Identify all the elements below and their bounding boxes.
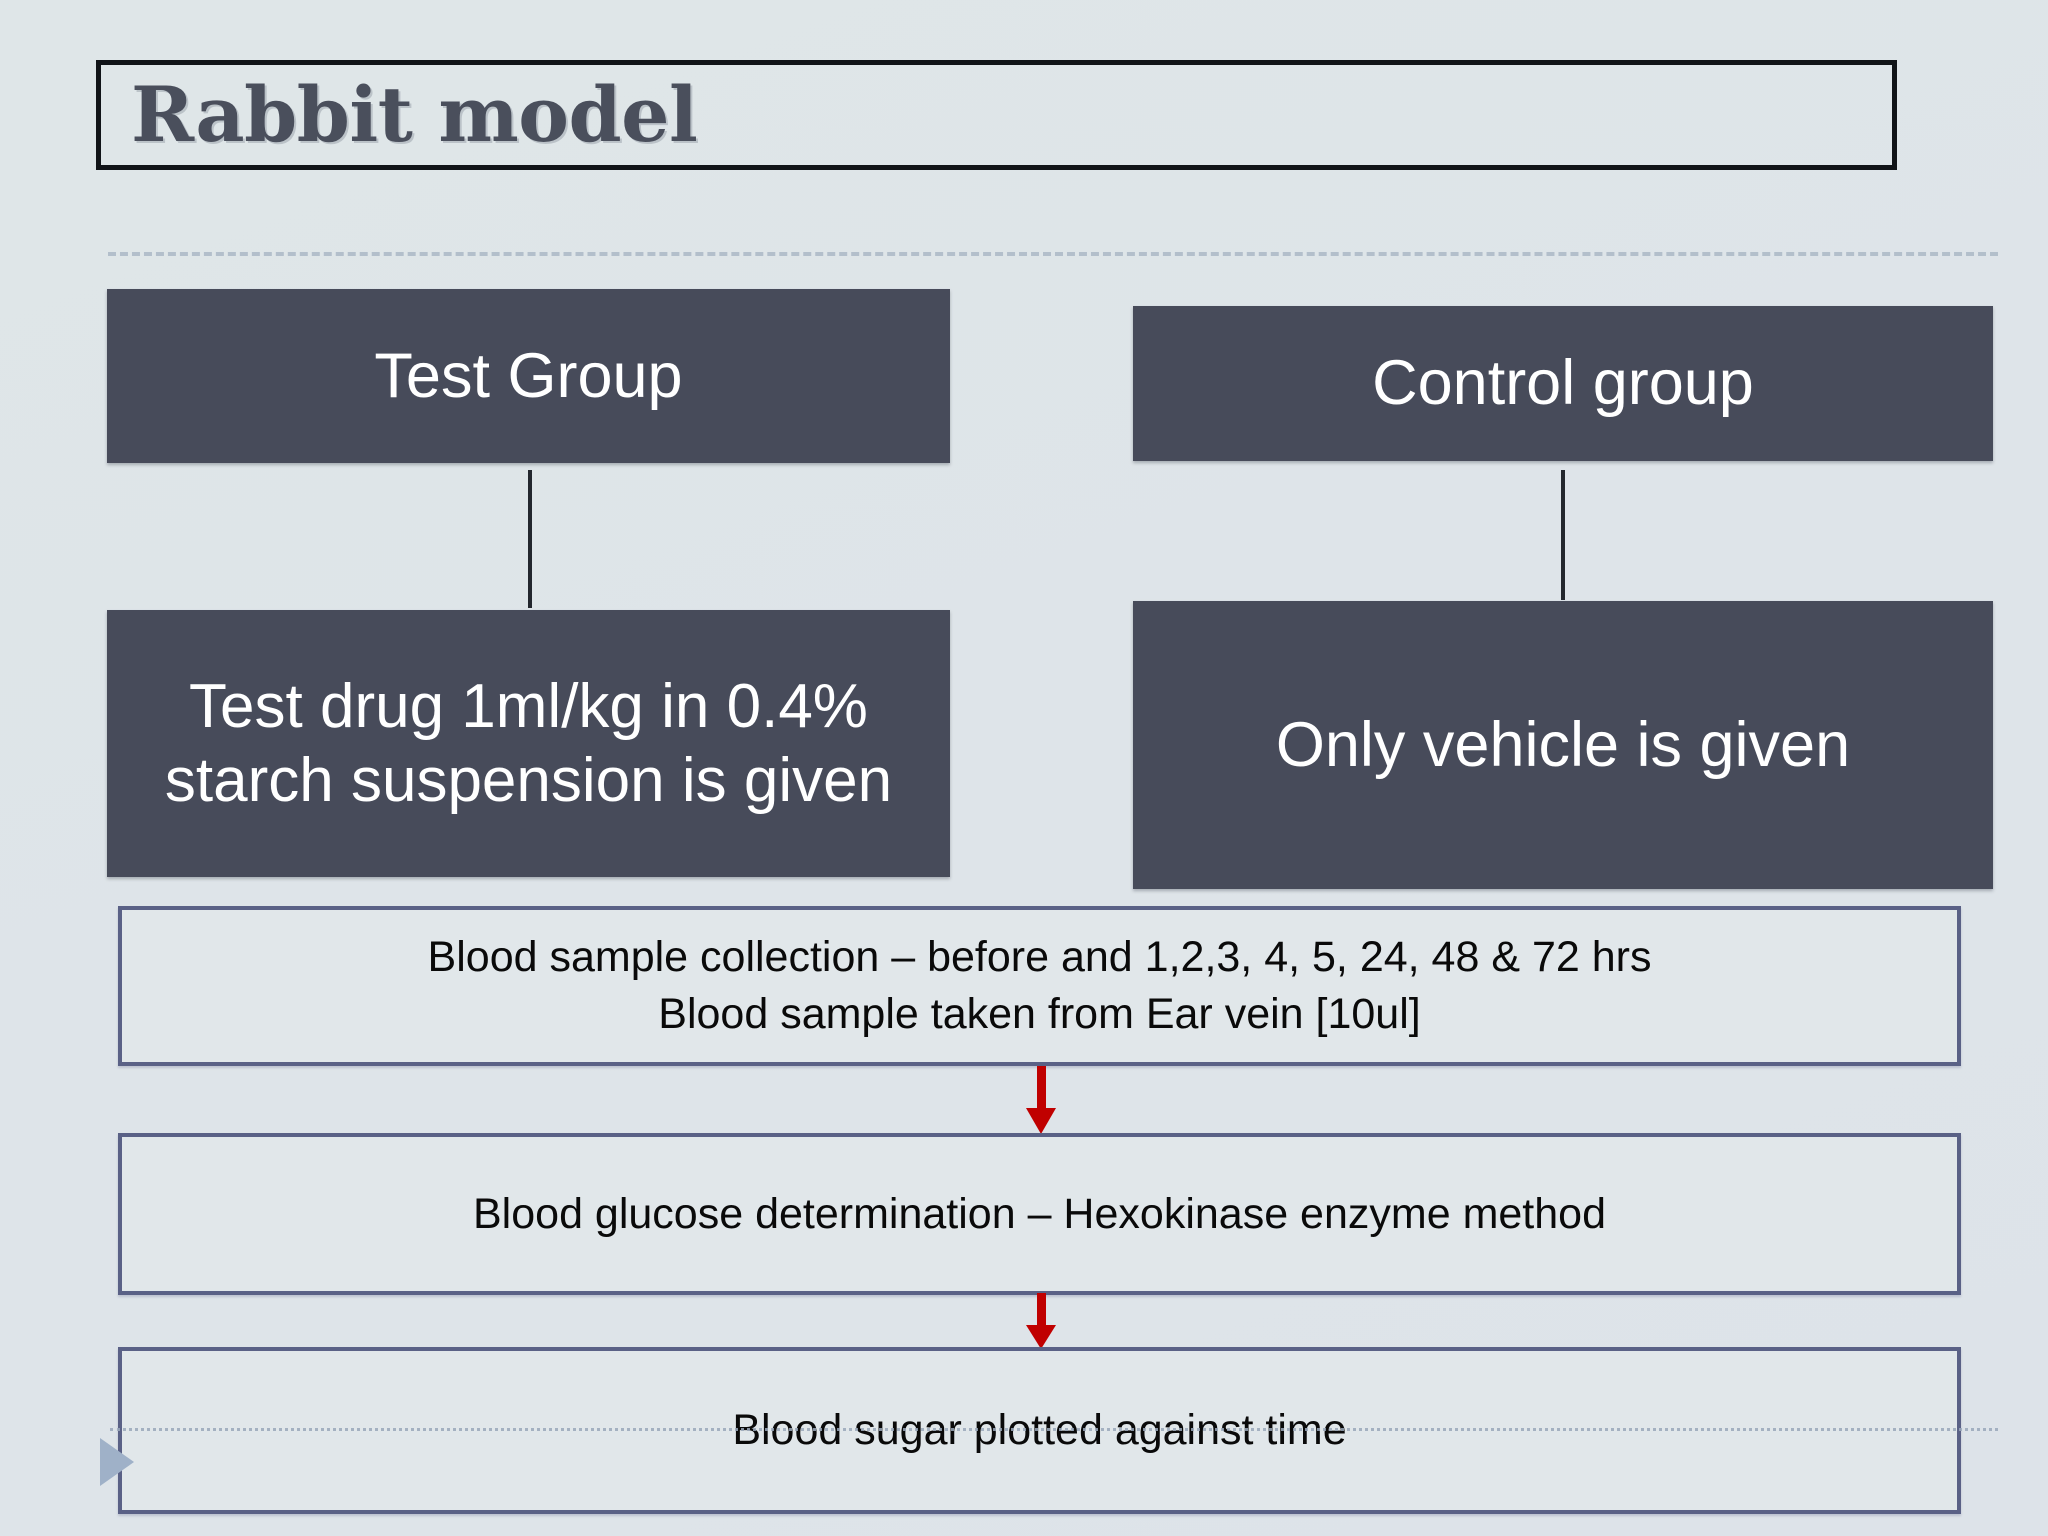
- arrow-head: [1026, 1108, 1056, 1134]
- test-drug-label: Test drug 1ml/kg in 0.4% starch suspensi…: [164, 672, 893, 815]
- test-group-label: Test Group: [374, 340, 683, 411]
- test-group-box: Test Group: [107, 289, 950, 463]
- control-group-box: Control group: [1133, 306, 1993, 461]
- connector-line-test: [528, 470, 532, 608]
- blood-glucose-line-1: Blood glucose determination – Hexokinase…: [473, 1189, 1606, 1238]
- footer-dashed-divider: [110, 1428, 1998, 1431]
- control-group-label: Control group: [1372, 348, 1754, 419]
- down-arrow-icon-2: [1026, 1293, 1056, 1351]
- page-title: Rabbit model: [131, 70, 698, 159]
- blood-sample-line-2: Blood sample taken from Ear vein [10ul]: [658, 990, 1421, 1038]
- blood-sample-collection-box: Blood sample collection – before and 1,2…: [118, 906, 1961, 1066]
- triangle-marker-icon: [100, 1438, 134, 1486]
- title-box: Rabbit model: [96, 60, 1897, 170]
- only-vehicle-label: Only vehicle is given: [1275, 709, 1851, 780]
- down-arrow-icon-1: [1026, 1066, 1056, 1134]
- blood-glucose-determination-box: Blood glucose determination – Hexokinase…: [118, 1133, 1961, 1295]
- arrow-head: [1026, 1325, 1056, 1349]
- arrow-shaft: [1037, 1066, 1046, 1110]
- test-drug-box: Test drug 1ml/kg in 0.4% starch suspensi…: [107, 610, 950, 877]
- arrow-shaft: [1037, 1293, 1046, 1329]
- header-dashed-divider: [108, 252, 1998, 256]
- blood-sample-line-1: Blood sample collection – before and 1,2…: [427, 933, 1652, 982]
- connector-line-control: [1561, 470, 1565, 600]
- only-vehicle-box: Only vehicle is given: [1133, 601, 1993, 889]
